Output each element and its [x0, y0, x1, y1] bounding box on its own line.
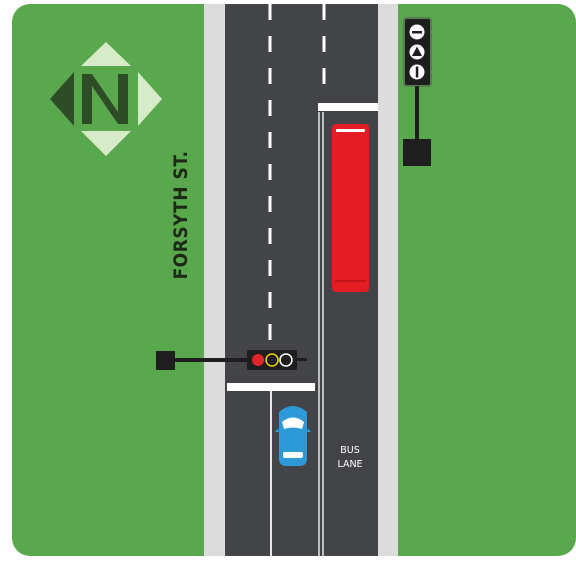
yellow-light: [265, 353, 279, 367]
north-compass-icon: [50, 42, 162, 156]
white-light: [279, 353, 293, 367]
bus-lane-line: [318, 112, 324, 556]
traffic-light-icon: [156, 350, 307, 370]
car-icon: [275, 406, 311, 466]
bus-lane-label-line1: BUS: [340, 445, 360, 456]
red-light: [252, 354, 264, 366]
right-sidewalk: [378, 4, 398, 556]
transit-signal-icon: [403, 17, 432, 166]
bus-stop-line: [318, 103, 378, 111]
left-sidewalk: [204, 4, 225, 556]
car-stop-line: [227, 383, 315, 391]
bus-icon: [332, 124, 369, 292]
lane-dashes-upper: [268, 4, 326, 370]
bus-lane-label-line2: LANE: [337, 459, 363, 470]
street-name-label: FORSYTH ST.: [170, 150, 192, 280]
bus-lane-label: BUS LANE: [330, 444, 370, 472]
